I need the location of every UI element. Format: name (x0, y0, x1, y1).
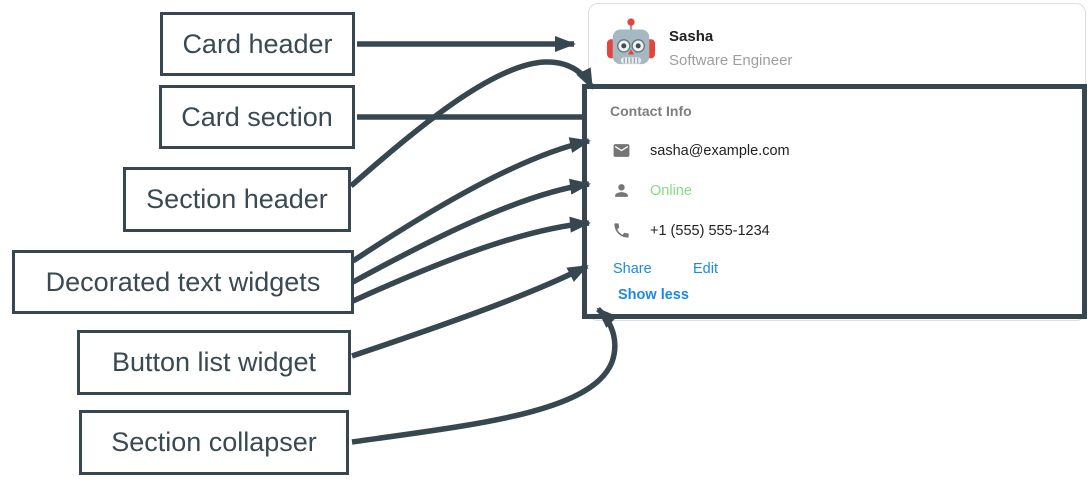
label-card-section: Card section (159, 85, 355, 149)
arrow-decorated-status (351, 178, 591, 285)
label-section-header-text: Section header (146, 184, 328, 214)
arrow-button-list (351, 263, 589, 359)
phone-text: +1 (555) 555-1234 (650, 223, 770, 239)
email-text: sasha@example.com (650, 143, 790, 159)
mail-icon (613, 144, 630, 157)
section-title: Contact Info (610, 103, 692, 119)
label-decorated-text-widgets: Decorated text widgets (12, 250, 354, 314)
person-icon (615, 184, 628, 197)
arrow-section-header (349, 59, 595, 189)
robot-avatar (606, 18, 656, 65)
label-button-list-widget-text: Button list widget (111, 347, 317, 377)
label-card-header: Card header (160, 12, 355, 76)
label-decorated-text-widgets-text: Decorated text widgets (45, 266, 321, 297)
show-less-button[interactable]: Show less (618, 287, 689, 303)
contact-info-section: Contact Info sasha@example.com Online +1… (582, 84, 1087, 319)
profile-name: Sasha (669, 28, 714, 45)
share-button[interactable]: Share (613, 261, 652, 277)
arrow-decorated-phone (351, 216, 591, 304)
status-text: Online (650, 183, 692, 199)
arrow-section-collapser (351, 306, 618, 445)
label-card-section-text: Card section (181, 101, 333, 132)
label-card-header-text: Card header (182, 28, 333, 59)
edit-button[interactable]: Edit (693, 261, 718, 277)
label-section-header: Section header (123, 167, 351, 232)
label-section-collapser-text: Section collapser (111, 427, 317, 457)
profile-subtitle: Software Engineer (669, 52, 793, 69)
label-section-collapser: Section collapser (79, 410, 349, 475)
phone-icon (614, 223, 629, 238)
label-button-list-widget: Button list widget (77, 330, 351, 395)
arrow-decorated-email (351, 137, 591, 264)
